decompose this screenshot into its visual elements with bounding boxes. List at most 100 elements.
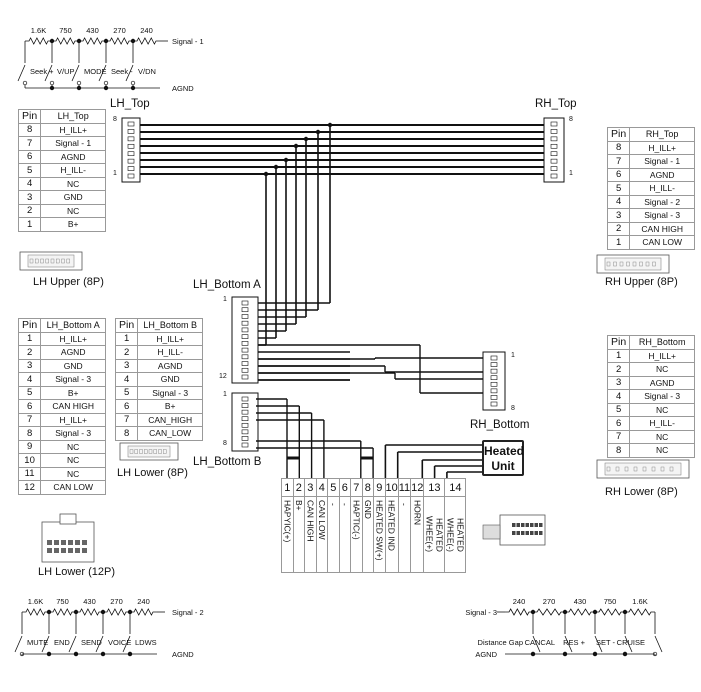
pin-number: 6 xyxy=(606,167,631,182)
connector-pin xyxy=(35,258,39,264)
resistor-symbol xyxy=(25,37,52,45)
connector-pin xyxy=(512,531,516,535)
pin-number: 12 xyxy=(17,480,42,495)
junction-dot xyxy=(127,609,133,615)
connector-pin xyxy=(534,531,538,535)
resistor-value: 430 xyxy=(574,597,587,606)
switch-blade xyxy=(125,64,134,82)
switch-contact xyxy=(22,80,28,86)
switch-blade xyxy=(71,64,80,82)
pin-socket xyxy=(127,143,135,149)
pin-number: 2 xyxy=(114,345,139,360)
pin-function: AGND xyxy=(40,149,107,164)
agnd-label: AGND xyxy=(172,84,194,93)
rh-top-label: RH_Top xyxy=(535,98,577,110)
resistor-value: 1.6K xyxy=(632,597,647,606)
rh-bottom-label: RH_Bottom xyxy=(470,419,530,431)
pin-function: H_ILL+ xyxy=(137,331,204,346)
connector-pin xyxy=(639,261,643,267)
connector-pin xyxy=(40,258,44,264)
resistor-value: 430 xyxy=(83,597,96,606)
pin-number: 1 xyxy=(606,348,631,363)
pin-function-cell: HORN xyxy=(410,496,425,573)
pin-socket xyxy=(550,158,558,164)
pin-number: 1 xyxy=(281,478,294,497)
pin-function: - xyxy=(328,503,339,506)
switch-label: CANCAL xyxy=(525,638,555,647)
pin-function-cell: HAPYIC(+) xyxy=(281,496,294,573)
switch-blade xyxy=(44,64,53,82)
connector-pin xyxy=(54,540,59,545)
pin-function: B+ xyxy=(293,500,304,511)
switch-blade xyxy=(14,635,23,653)
pin-function: Signal - 3 xyxy=(629,389,696,404)
switch-blade xyxy=(564,635,573,653)
pin-function: H_ILL- xyxy=(629,416,696,431)
junction-dot xyxy=(592,609,598,615)
connector-pin xyxy=(61,548,66,553)
pin-function-cell: HEATED WHEE(-) xyxy=(444,496,467,573)
switch-label: MODE xyxy=(84,67,107,76)
pin-function: CAN HIGH xyxy=(40,399,107,414)
pin-number: 5 xyxy=(327,478,340,497)
switch-label: V/DN xyxy=(138,67,156,76)
pin-number: 3 xyxy=(114,358,139,373)
connector-pin xyxy=(82,548,87,553)
connector-pin xyxy=(129,449,134,454)
pin-function: H_ILL+ xyxy=(40,331,107,346)
pin-socket xyxy=(241,367,249,373)
pin-socket xyxy=(550,121,558,127)
pin-function: NC xyxy=(629,429,696,444)
connector-pin xyxy=(516,523,520,527)
switch-blade xyxy=(594,635,603,653)
pin-number: 3 xyxy=(304,478,317,497)
pin-number: 12 xyxy=(410,478,425,497)
pin-function: CAN LOW xyxy=(629,235,696,250)
pin-function: CAN HIGH xyxy=(629,221,696,236)
connector-pin xyxy=(633,466,638,472)
pin-label: 8 xyxy=(223,440,227,447)
lh-bottom-b-label: LH_Bottom B xyxy=(193,456,262,468)
pin-socket xyxy=(490,368,498,374)
pin-socket xyxy=(241,396,249,402)
resistor-symbol xyxy=(106,37,133,45)
connector-pin xyxy=(660,466,665,472)
connector-lock xyxy=(482,524,501,540)
pin-number: 8 xyxy=(606,140,631,155)
table-header: Pin xyxy=(17,109,42,124)
pin-function: Signal - 3 xyxy=(629,208,696,223)
resistor-symbol xyxy=(76,608,103,616)
pin-socket xyxy=(241,354,249,360)
pin-socket xyxy=(127,121,135,127)
pin-function-cell: CAN LOW xyxy=(315,496,328,573)
pin-number: 2 xyxy=(606,362,631,377)
pin-number: 5 xyxy=(606,402,631,417)
pin-socket xyxy=(490,362,498,367)
pin-number: 6 xyxy=(338,478,351,497)
signal-label: Signal - 1 xyxy=(172,37,204,46)
pin-socket xyxy=(241,429,249,435)
switch-blade xyxy=(122,635,131,653)
switch-blade xyxy=(41,635,50,653)
junction-dot xyxy=(103,38,109,44)
pin-function: HEATED IND xyxy=(386,500,397,551)
pin-number: 2 xyxy=(292,478,305,497)
pin-function: NC xyxy=(40,466,107,481)
pin-function: NC xyxy=(629,402,696,417)
pin-function: Signal - 1 xyxy=(629,154,696,169)
